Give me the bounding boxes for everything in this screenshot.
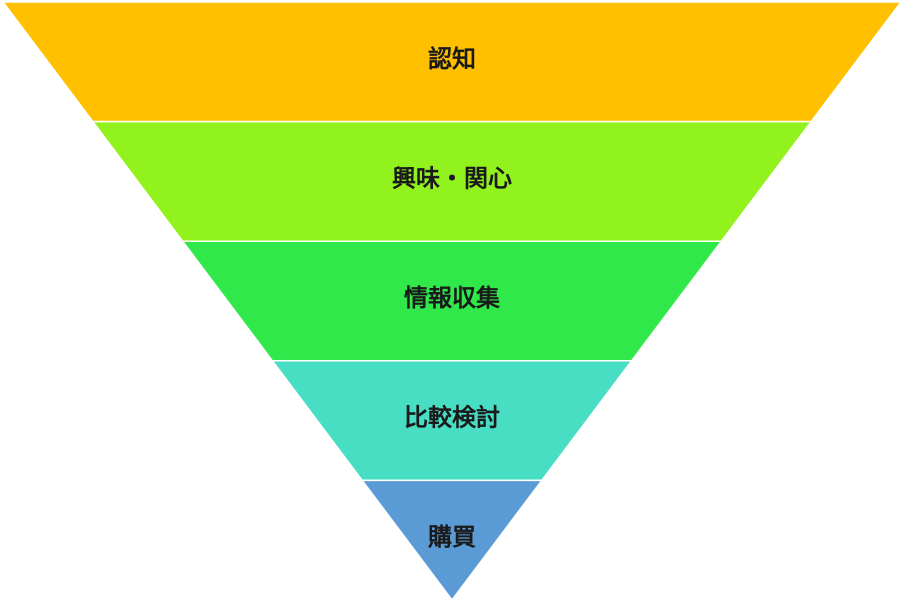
funnel-layer-label: 購買 [428,523,476,551]
funnel-layer-label: 情報収集 [404,284,501,312]
funnel-layer-label: 興味・関心 [392,164,512,192]
funnel-layer-5 [360,479,544,602]
funnel-layer-label: 認知 [428,45,476,73]
funnel-layer-label: 比較検討 [404,404,500,432]
